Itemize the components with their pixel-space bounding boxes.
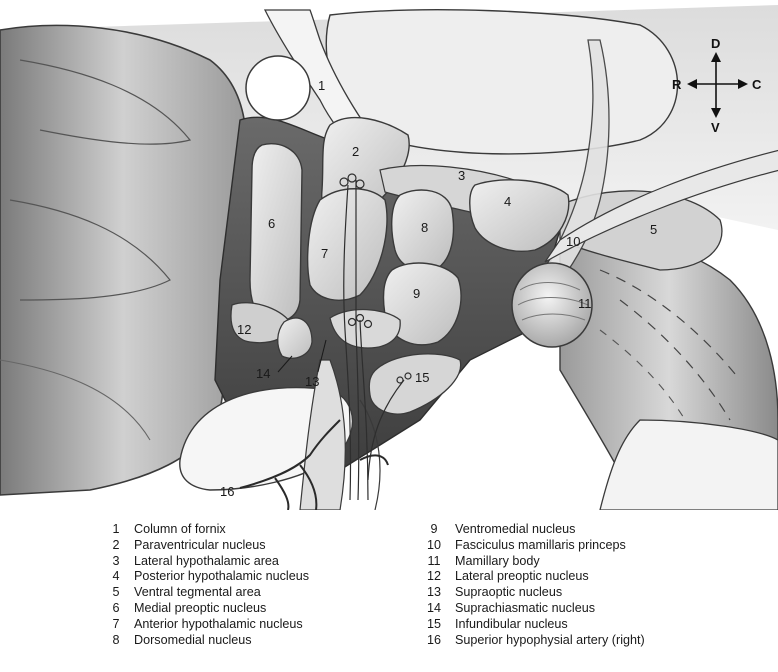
compass-caudal: C	[752, 77, 762, 92]
legend-text: Posterior hypothalamic nucleus	[128, 569, 309, 585]
label-14: 14	[256, 366, 270, 381]
legend-number: 6	[104, 601, 128, 617]
legend-number: 5	[104, 585, 128, 601]
legend-number: 1	[104, 522, 128, 538]
legend-text: Superior hypophysial artery (right)	[449, 633, 645, 649]
legend-text: Medial preoptic nucleus	[128, 601, 266, 617]
label-8: 8	[421, 220, 428, 235]
legend-number: 2	[104, 538, 128, 554]
label-9: 9	[413, 286, 420, 301]
legend-number: 14	[419, 601, 449, 617]
hypothalamus-illustration: D V R C 1 2 3 4 5 6 7 8 9 10 11 12 13 14…	[0, 0, 778, 510]
legend-number: 7	[104, 617, 128, 633]
legend-text: Column of fornix	[128, 522, 226, 538]
legend-number: 10	[419, 538, 449, 554]
label-12: 12	[237, 322, 251, 337]
legend-text: Dorsomedial nucleus	[128, 633, 252, 649]
legend-number: 12	[419, 569, 449, 585]
legend-text: Paraventricular nucleus	[128, 538, 266, 554]
legend-number: 15	[419, 617, 449, 633]
label-16: 16	[220, 484, 234, 499]
legend-text: Lateral hypothalamic area	[128, 554, 279, 570]
compass-rostral: R	[672, 77, 682, 92]
label-2: 2	[352, 144, 359, 159]
compass-dorsal: D	[711, 36, 720, 51]
label-3: 3	[458, 168, 465, 183]
brainstem	[560, 191, 778, 510]
legend-number: 4	[104, 569, 128, 585]
label-4: 4	[504, 194, 511, 209]
legend-number: 16	[419, 633, 449, 649]
legend-text: Fasciculus mamillaris princeps	[449, 538, 626, 554]
label-7: 7	[321, 246, 328, 261]
legend-text: Infundibular nucleus	[449, 617, 568, 633]
legend-number: 9	[419, 522, 449, 538]
legend-text: Suprachiasmatic nucleus	[449, 601, 595, 617]
label-11: 11	[578, 296, 592, 311]
legend-number: 8	[104, 633, 128, 649]
legend-text: Lateral preoptic nucleus	[449, 569, 589, 585]
label-5: 5	[650, 222, 657, 237]
label-1: 1	[318, 78, 325, 93]
legend-number: 3	[104, 554, 128, 570]
legend-text: Supraoptic nucleus	[449, 585, 562, 601]
legend-number: 13	[419, 585, 449, 601]
legend-text: Ventral tegmental area	[128, 585, 261, 601]
legend-text: Ventromedial nucleus	[449, 522, 575, 538]
label-10: 10	[566, 234, 580, 249]
legend-text: Anterior hypothalamic nucleus	[128, 617, 303, 633]
legend-text: Mamillary body	[449, 554, 540, 570]
label-13: 13	[305, 374, 319, 389]
label-15: 15	[415, 370, 429, 385]
legend-number: 11	[419, 554, 449, 570]
compass-ventral: V	[711, 120, 720, 135]
label-6: 6	[268, 216, 275, 231]
